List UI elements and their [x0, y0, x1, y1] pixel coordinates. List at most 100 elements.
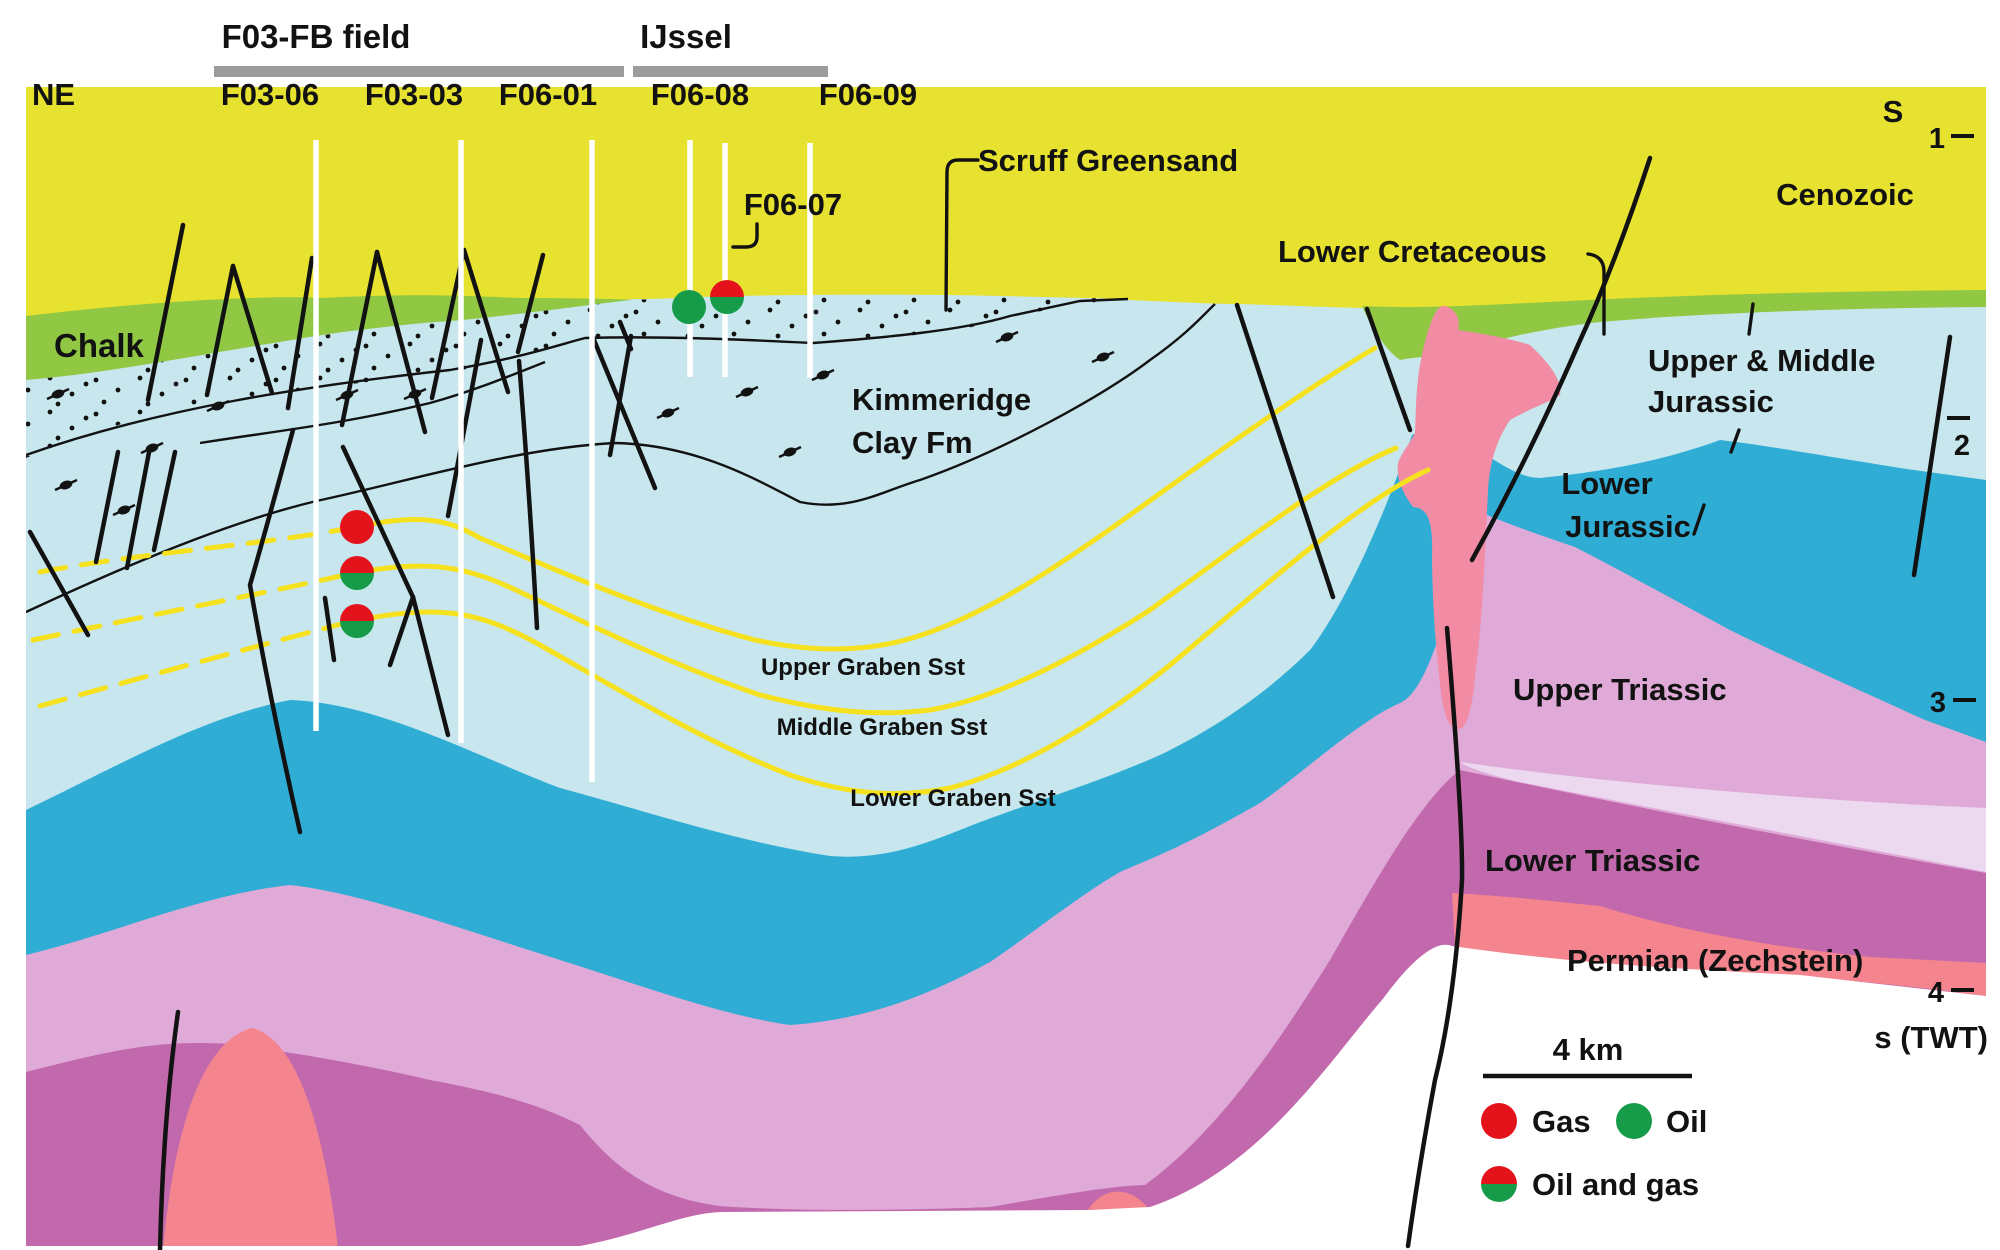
middle-graben-line-dashed: [30, 572, 348, 643]
lower-graben-line: [342, 467, 1431, 797]
f03-fb-field-bar: [214, 66, 624, 77]
twt-axis: [1947, 134, 1976, 992]
lower-jurassic-label-line1: Lower: [1561, 466, 1652, 501]
fault: [461, 247, 511, 395]
faults: [27, 155, 1953, 1250]
fault: [1911, 334, 1953, 578]
upper-triassic-label: Upper Triassic: [1513, 672, 1727, 707]
chalk-label: Chalk: [54, 327, 145, 364]
kimmeridge-label-line2: Clay Fm: [852, 425, 973, 460]
fault: [445, 337, 484, 519]
layer-scruff-dots: [26, 294, 1128, 458]
upper-graben-line-dashed: [37, 526, 348, 575]
f06-07-leader-line: [731, 222, 759, 249]
oil-show-symbol: [672, 290, 706, 324]
well-label-f06-01: F06-01: [499, 77, 597, 112]
graben-sandstone-lines: [30, 345, 1431, 797]
lower-cretaceous-leader-line: [1586, 252, 1606, 336]
legend-oil-icon: [1616, 1103, 1652, 1139]
axis-tick-label-2: 2: [1954, 430, 1970, 462]
lower-cretaceous-label: Lower Cretaceous: [1278, 234, 1547, 269]
fault: [157, 1009, 181, 1250]
hydrocarbon-shows: [340, 280, 744, 638]
legend-gas-icon: [1481, 1103, 1517, 1139]
ijssel-bar: [633, 66, 828, 77]
well-label-f06-09: F06-09: [819, 77, 917, 112]
axis-tick-label-1: 1: [1929, 123, 1945, 155]
permian-label: Permian (Zechstein): [1567, 943, 1863, 978]
umj-lower-tick: [1729, 428, 1741, 454]
scale-bar-label: 4 km: [1553, 1032, 1624, 1067]
fault: [124, 444, 153, 571]
oil-and-gas-show-symbol: [340, 556, 374, 590]
umj-upper-tick: [1747, 302, 1755, 336]
middle-graben-label: Middle Graben Sst: [777, 714, 988, 741]
fault: [516, 358, 540, 631]
lower-graben-label: Lower Graben Sst: [850, 785, 1055, 812]
fault: [607, 333, 634, 458]
fault: [515, 252, 546, 355]
kimmeridge-label-line1: Kimmeridge: [852, 382, 1031, 417]
well-label-f06-07: F06-07: [744, 187, 842, 222]
lower-jurassic-tick: [1692, 503, 1706, 536]
layer-permian-right: [1452, 893, 1986, 996]
fault: [247, 427, 303, 835]
fault: [410, 594, 451, 738]
fault: [339, 249, 380, 428]
axis-tick-label-3: 3: [1930, 687, 1946, 719]
fault: [285, 255, 315, 411]
fault-listric: [1469, 155, 1653, 563]
layer-permian-center: [1088, 1191, 1148, 1210]
fault: [27, 529, 91, 638]
legend-oil-and-gas-icon: [1481, 1166, 1517, 1202]
lower-triassic-label: Lower Triassic: [1485, 843, 1700, 878]
field-bar-label: F03-FB field: [222, 18, 411, 55]
well-label-f06-08: F06-08: [651, 77, 749, 112]
fault: [145, 222, 186, 403]
fault: [204, 263, 236, 398]
lower-jurassic-label-line2: Jurassic: [1565, 509, 1691, 544]
well-bores: [313, 140, 813, 782]
layer-chalk-right: [1362, 290, 1986, 360]
upper-graben-line: [342, 345, 1378, 652]
fault: [617, 319, 634, 352]
compass-ne-label: NE: [32, 77, 75, 112]
oil-and-gas-show-symbol: [340, 604, 374, 638]
axis-tick-label-4: 4: [1928, 977, 1944, 1009]
middle-graben-line: [342, 445, 1399, 716]
layer-permian-left: [163, 1028, 338, 1249]
cenozoic-label: Cenozoic: [1776, 177, 1914, 212]
well-label-f03-06: F03-06: [221, 77, 319, 112]
axis-unit-label: s (TWT): [1874, 1020, 1988, 1055]
fault: [1364, 306, 1413, 433]
compass-s-label: S: [1883, 94, 1904, 129]
scruff-greensand-label: Scruff Greensand: [978, 143, 1238, 178]
leader-lines: [731, 158, 1755, 536]
scruff-base-line: [26, 297, 1129, 457]
fault: [322, 595, 337, 663]
lower-graben-line-dashed: [37, 620, 348, 709]
fault: [230, 263, 275, 396]
well-label-f03-03: F03-03: [365, 77, 463, 112]
fault: [93, 449, 121, 565]
legend: [1481, 1103, 1652, 1202]
legend-oil-label: Oil: [1666, 1104, 1707, 1139]
layer-lavender-band: [1460, 762, 1986, 872]
fault: [374, 249, 428, 435]
kimmeridge-base-line: [26, 303, 1216, 614]
legend-gas-label: Gas: [1532, 1104, 1591, 1139]
scruff-leader-line: [944, 158, 980, 312]
fault-diapir-stem: [1405, 625, 1465, 1249]
oil-and-gas-show-symbol: [710, 280, 744, 314]
fault: [151, 449, 178, 553]
upper-middle-jurassic-label-line2: Jurassic: [1648, 384, 1774, 419]
legend-oil-and-gas-label: Oil and gas: [1532, 1167, 1699, 1202]
fault: [1234, 302, 1336, 600]
upper-graben-label: Upper Graben Sst: [761, 654, 965, 681]
fault: [591, 337, 658, 491]
layer-cenozoic: [26, 87, 1986, 318]
ijssel-bar-label: IJssel: [640, 18, 732, 55]
upper-middle-jurassic-label-line1: Upper & Middle: [1648, 343, 1875, 378]
